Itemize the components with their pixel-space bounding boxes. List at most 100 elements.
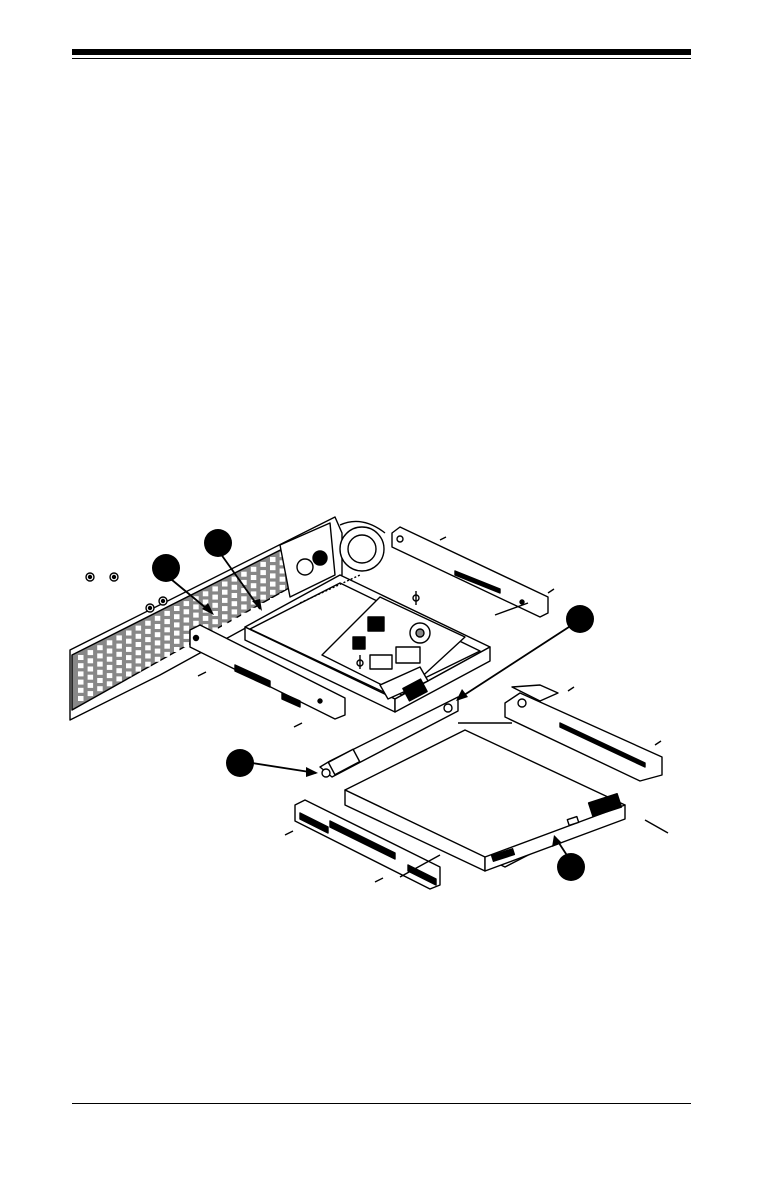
vent-hole [203,616,209,621]
vent-hole [174,639,180,644]
vent-hole [232,593,238,598]
vent-hole [184,642,190,647]
vent-hole [270,565,276,570]
vent-hole [193,613,199,618]
vent-hole [145,662,151,667]
vent-hole [251,567,256,572]
vent-hole [107,640,113,645]
vent-hole [126,655,132,660]
vent-hole [241,572,247,577]
vent-hole [88,683,94,688]
vent-hole [260,578,266,583]
vent-hole [145,637,151,642]
vent-hole [78,655,84,660]
vent-hole [97,670,103,675]
exploded-view-svg [0,505,779,910]
vent-hole [164,652,170,657]
vent-hole [174,614,180,619]
callout-b [204,529,232,557]
vent-hole [184,626,190,631]
vent-hole [136,658,142,663]
vent-hole [270,557,276,562]
vent-hole [136,626,142,631]
vent-hole [78,688,84,693]
vent-hole [241,613,247,618]
vent-hole [126,663,132,668]
header-rule [72,49,691,55]
vent-hole [241,596,247,601]
vent-hole [136,650,142,655]
vent-hole [155,649,161,654]
vent-hole [136,642,142,647]
chassis-top-screws [86,573,167,612]
vent-hole [116,635,122,640]
vent-hole [251,591,256,596]
dvd-drive-installation-diagram [0,505,779,910]
vent-hole [174,606,180,611]
vent-hole [232,609,238,614]
vent-hole [78,680,84,685]
vent-hole [174,647,180,652]
vent-hole [280,577,286,582]
vent-hole [155,657,161,662]
vent-hole [222,623,228,628]
vent-hole [241,605,247,610]
vent-hole [116,668,122,673]
vent-hole [212,586,218,591]
vent-hole [88,658,94,663]
vent-hole [97,653,103,658]
vent-hole [222,606,228,611]
callout-e [557,853,585,881]
vent-hole [126,647,132,652]
vent-hole [88,650,94,655]
vent-hole [116,676,122,681]
vent-hole [232,577,238,582]
vent-hole [251,575,256,580]
vent-hole [222,582,228,587]
vent-hole [88,675,94,680]
header-rule-thin [72,58,691,59]
vent-hole [145,621,151,626]
vent-hole [212,595,218,600]
vent-hole [260,570,266,575]
vent-hole [155,640,161,645]
vent-hole [232,585,238,590]
vent-hole [270,582,276,587]
vent-hole [97,678,103,683]
vent-hole [164,611,170,616]
vent-hole [164,644,170,649]
vent-hole [184,601,190,606]
vent-hole [97,686,103,691]
vent-hole [184,609,190,614]
vent-hole [270,598,276,603]
vent-hole [155,616,161,621]
vent-hole [280,593,286,598]
vent-hole [88,691,94,696]
callout-a [152,554,180,582]
vent-hole [251,608,256,613]
vent-hole [270,590,276,595]
vent-hole [184,618,190,623]
vent-hole [97,662,103,667]
vent-hole [222,598,228,603]
vent-hole [107,665,113,670]
vent-hole [88,667,94,672]
vent-hole [136,667,142,672]
vent-hole [260,562,266,567]
vent-hole [145,629,151,634]
vent-hole [145,654,151,659]
vent-hole [222,614,228,619]
vent-hole [126,672,132,677]
vent-hole [107,657,113,662]
vent-hole [280,585,286,590]
vent-hole [212,619,218,624]
vent-hole [232,618,238,623]
vent-hole [107,681,113,686]
vent-hole [270,573,276,578]
footer-rule [72,1103,691,1104]
vent-hole [145,645,151,650]
vent-hole [232,601,238,606]
vent-hole [155,632,161,637]
vent-hole [193,621,199,626]
vent-hole [174,622,180,627]
